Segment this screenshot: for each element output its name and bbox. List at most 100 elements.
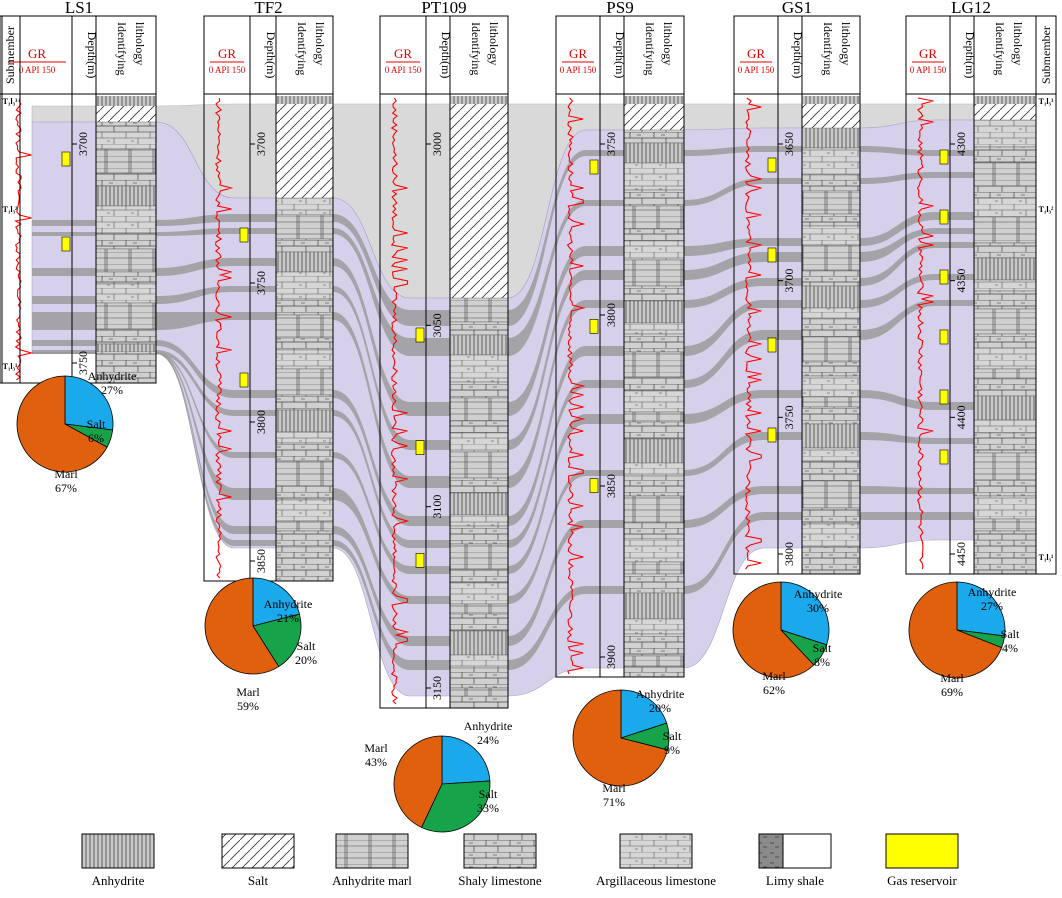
gas-reservoir-mark — [589, 159, 599, 175]
marl-slice — [732, 581, 815, 679]
well-name: LS1 — [65, 0, 93, 17]
gr-label: GR — [569, 46, 587, 61]
depth-value: 3700 — [254, 132, 268, 156]
depth-value: 4300 — [954, 132, 968, 156]
legend-swatch — [221, 833, 295, 869]
lith-layer — [623, 205, 685, 230]
legend-swatch — [463, 833, 537, 869]
pie-label-salt: Salt — [663, 729, 682, 743]
depth-value: 3750 — [604, 132, 618, 156]
gas-reservoir-mark — [61, 236, 71, 252]
gas-reservoir-mark — [589, 319, 599, 334]
gas-reservoir-mark — [767, 337, 777, 353]
lith-layer — [623, 655, 685, 668]
depth-label: Depth(m) — [791, 32, 805, 79]
lith-layer — [623, 633, 685, 657]
lith-layer — [275, 409, 334, 433]
gr-curve — [214, 97, 234, 579]
pie-label-anhydrite: Anhydrite — [968, 585, 1017, 599]
lith-layer — [801, 396, 861, 408]
lith-layer — [623, 240, 685, 261]
pie-label-anhydrite: Anhydrite — [88, 369, 137, 383]
lith-layer — [275, 520, 334, 532]
lith-layer — [95, 205, 157, 234]
gas-reservoir-mark — [415, 553, 425, 568]
lithology-label: lithology — [839, 22, 853, 65]
pie-label-anhydrite: Anhydrite — [464, 719, 513, 733]
depth-value: 3800 — [254, 410, 268, 434]
pie-label-salt: Salt — [813, 641, 832, 655]
lith-layer — [973, 395, 1037, 421]
gas-reservoir-mark — [589, 478, 599, 493]
correlation-band — [32, 228, 1036, 450]
gas-reservoir-mark — [939, 269, 949, 285]
lith-layer — [623, 228, 685, 242]
legend-item-anhydrite-marl: Anhydrite marl — [332, 833, 412, 888]
lith-layer — [801, 307, 861, 320]
depth-value: 3000 — [430, 132, 444, 156]
lith-layer — [96, 96, 156, 106]
gas-reservoir-mark — [939, 449, 949, 465]
legend-swatch — [885, 833, 959, 869]
legend-swatch — [782, 833, 832, 869]
depth-value: 3100 — [430, 495, 444, 519]
lith-layer — [623, 390, 685, 413]
lith-layer — [449, 514, 509, 527]
depth-value: 4400 — [954, 405, 968, 429]
lith-layer — [275, 298, 334, 316]
pie-label-anhydrite: Anhydrite — [264, 597, 313, 611]
pie-value-marl: 43% — [365, 755, 387, 769]
lith-layer — [973, 119, 1037, 148]
pie-value-salt: 33% — [477, 801, 499, 815]
correlation-band — [32, 172, 1036, 356]
anhydrite-slice — [252, 577, 300, 627]
gas-reservoir-mark — [939, 209, 949, 225]
gr-curve — [390, 97, 410, 705]
lith-layer — [275, 349, 334, 370]
lith-layer — [623, 462, 685, 477]
lith-layer — [623, 666, 685, 669]
gr-scale: 0 API 150 — [560, 65, 597, 75]
lith-layer — [95, 185, 157, 207]
legend-label: Salt — [248, 873, 269, 888]
lith-layer — [623, 376, 685, 392]
lith-layer — [801, 225, 861, 246]
lith-layer — [623, 285, 685, 302]
well-name: TF2 — [254, 0, 282, 17]
submember-name: T₁l₃² — [3, 205, 18, 214]
gas-reservoir-mark — [767, 157, 777, 173]
lith-layer — [801, 447, 861, 462]
legend-swatch — [758, 833, 784, 869]
lith-layer — [973, 146, 1037, 164]
lithology-label: lithology — [661, 22, 675, 65]
lithology-label: Identifying — [643, 22, 657, 75]
lith-layer — [96, 352, 156, 383]
lith-layer — [623, 573, 685, 594]
gr-scale: 0 API 150 — [385, 65, 422, 75]
gas-reservoir-mark — [767, 427, 777, 443]
lith-layer — [623, 538, 685, 563]
depth-value: 4350 — [954, 269, 968, 293]
lith-layer — [275, 238, 334, 253]
lith-layer — [95, 172, 157, 187]
gr-curve — [744, 97, 762, 570]
lith-layer — [623, 618, 685, 635]
lith-layer — [449, 397, 509, 422]
well-header — [733, 15, 861, 95]
lith-layer — [623, 411, 685, 423]
depth-value: 3850 — [254, 549, 268, 573]
lith-layer — [623, 333, 685, 353]
lith-layer — [95, 232, 157, 250]
lith-layer — [275, 394, 334, 411]
pie-label-salt: Salt — [1001, 627, 1020, 641]
lith-layer — [449, 568, 509, 584]
pie-value-marl: 69% — [941, 685, 963, 699]
pie-label-salt: Salt — [87, 417, 106, 431]
lith-layer — [95, 248, 157, 273]
submember-label: Submember — [1039, 26, 1053, 84]
legend-item-limy-shale: Limy shale — [758, 833, 832, 888]
lith-layer — [275, 530, 334, 549]
